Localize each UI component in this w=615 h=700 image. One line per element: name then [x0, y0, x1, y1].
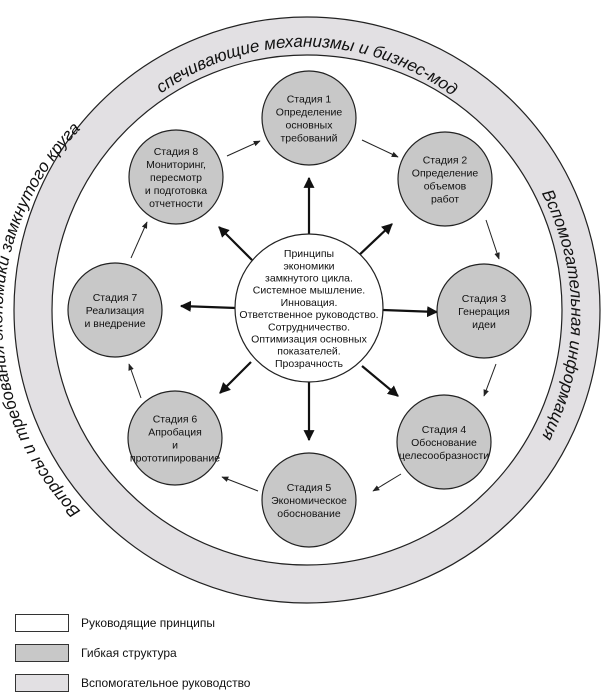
arrow-stage3-to-stage4 [483, 363, 497, 397]
arrow-stage7-to-stage8 [130, 221, 148, 259]
stage-text-line: обоснование [277, 508, 341, 520]
stage-text-line: объемов [424, 181, 467, 193]
stage-circle [67, 262, 163, 358]
radial-arrows [179, 176, 439, 442]
arrow-stage5-to-stage6 [221, 476, 259, 492]
principles-text-line: замкнутого цикла. [265, 273, 353, 285]
stage-text-line: отчетности [149, 198, 203, 210]
radial-arrow-lower-left [219, 361, 252, 394]
stage-text-line: Стадия 8 [154, 146, 199, 158]
principles-text-line: Инновация. [281, 297, 338, 309]
stage-circle [127, 390, 223, 486]
stage-text-line: целесообразности [399, 450, 489, 462]
legend-item-supporting-guidance: Вспомогательное руководство [15, 672, 250, 694]
legend-swatch-gray [15, 644, 69, 662]
stage-circle [436, 263, 532, 359]
legend-label: Руководящие принципы [81, 616, 215, 630]
circular-economy-diagram: Обеспечивающие механизмы и бизнес-модели… [0, 0, 601, 604]
stage-text-line: Обоснование [411, 437, 477, 449]
stage-circle [261, 70, 357, 166]
stages: Стадия 1ОпределениеосновныхтребованийСта… [67, 70, 532, 548]
radial-arrow-upper-right [355, 223, 393, 259]
legend-swatch-white [15, 614, 69, 632]
principles-text-line: показателей. [277, 346, 340, 358]
stage-text-line: Определение [276, 107, 343, 119]
stage-text-line: Стадия 7 [93, 292, 138, 304]
legend-swatch-light [15, 674, 69, 692]
principles-text-line: Прозрачность [275, 358, 344, 370]
radial-arrow-upper-left [218, 226, 253, 261]
stage-text-line: Апробация [148, 427, 202, 439]
stage-text-line: Стадия 2 [423, 155, 468, 167]
stage-text-line: работ [431, 194, 459, 206]
stage-text-line: Реализация [86, 305, 144, 317]
legend-item-guiding-principles: Руководящие принципы [15, 612, 215, 634]
stage-text-line: идеи [472, 319, 496, 331]
stage-text-line: и подготовка [145, 185, 207, 197]
principles-text-line: Ответственное руководство. [239, 309, 378, 321]
stage-circle [396, 394, 492, 490]
stage-text-line: Мониторинг, [146, 159, 206, 171]
stage-text-line: Стадия 4 [422, 424, 467, 436]
stage-text-line: Генерация [458, 306, 510, 318]
stage-circle [397, 131, 493, 227]
radial-arrow-right [382, 306, 439, 318]
arrow-stage6-to-stage7 [128, 363, 142, 399]
legend-item-flexible-structure: Гибкая структура [15, 642, 177, 664]
stage-text-line: Определение [412, 168, 479, 180]
legend-label: Вспомогательное руководство [81, 676, 251, 690]
stage-text-line: основных [286, 120, 334, 132]
stage-circle [128, 129, 224, 225]
principles-text-line: Оптимизация основных [251, 334, 367, 346]
arrow-stage8-to-stage1 [226, 140, 261, 157]
principles-circle [234, 233, 384, 383]
radial-arrow-lower-right [361, 365, 399, 397]
principles-text-line: Сотрудничество. [268, 321, 350, 333]
arrow-stage4-to-stage5 [372, 473, 402, 492]
stage-text-line: Стадия 5 [287, 482, 332, 494]
legend-label: Гибкая структура [81, 646, 177, 660]
stage-text-line: Экономическое [271, 495, 347, 507]
principles-text-line: Системное мышление. [253, 285, 365, 297]
stage-text-line: требований [280, 133, 337, 145]
principles-text-line: экономики [283, 260, 334, 272]
stage-text-line: прототипирование [130, 453, 220, 465]
stage-text-line: и [172, 440, 178, 452]
arrow-stage2-to-stage3 [485, 219, 500, 260]
principles-text-line: Принципы [284, 248, 334, 260]
stage-text-line: Стадия 6 [153, 414, 198, 426]
stage-text-line: Стадия 3 [462, 293, 507, 305]
stage-text-line: и внедрение [84, 318, 145, 330]
stage-text-line: пересмотр [150, 172, 202, 184]
arrow-stage1-to-stage2 [361, 139, 399, 158]
stage-circle [261, 452, 357, 548]
stage-text-line: Стадия 1 [287, 94, 332, 106]
cycle-arrows [128, 139, 500, 492]
radial-arrow-left [179, 300, 237, 312]
